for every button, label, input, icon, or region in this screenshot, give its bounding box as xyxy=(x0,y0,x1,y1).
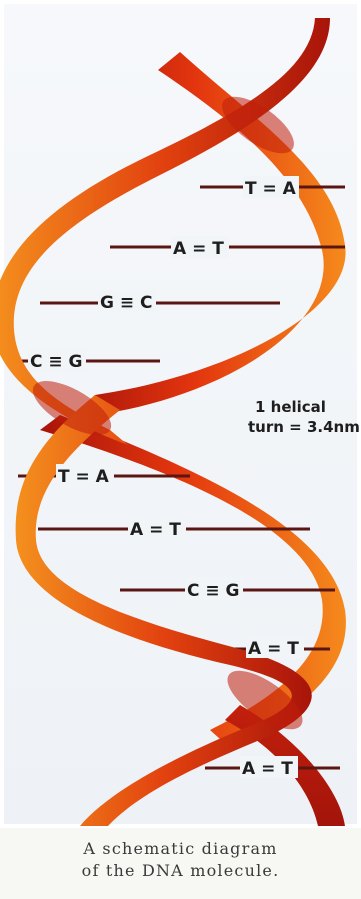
figure-caption: A schematic diagram of the DNA molecule. xyxy=(0,828,361,899)
helical-turn-label-line1: 1 helical xyxy=(255,398,326,416)
pair-label-7: A = T xyxy=(248,639,299,659)
pair-label-0: T = A xyxy=(245,179,297,199)
pair-label-8: A = T xyxy=(242,759,293,779)
helical-turn-label-line2: turn = 3.4nm xyxy=(248,418,360,436)
pair-label-1: A = T xyxy=(173,239,224,259)
pair-label-4: T = A xyxy=(58,467,110,487)
pair-label-2: G ≡ C xyxy=(100,293,153,313)
double-helix: T = A A = T G ≡ C C ≡ G T = A A = T C ≡ … xyxy=(0,0,361,826)
caption-line-2: of the DNA molecule. xyxy=(0,860,361,882)
pair-label-5: A = T xyxy=(130,520,181,540)
caption-line-1: A schematic diagram xyxy=(0,838,361,860)
pair-label-6: C ≡ G xyxy=(187,581,240,601)
pair-label-3: C ≡ G xyxy=(30,352,83,372)
strand-back-segment-1 xyxy=(72,52,346,418)
